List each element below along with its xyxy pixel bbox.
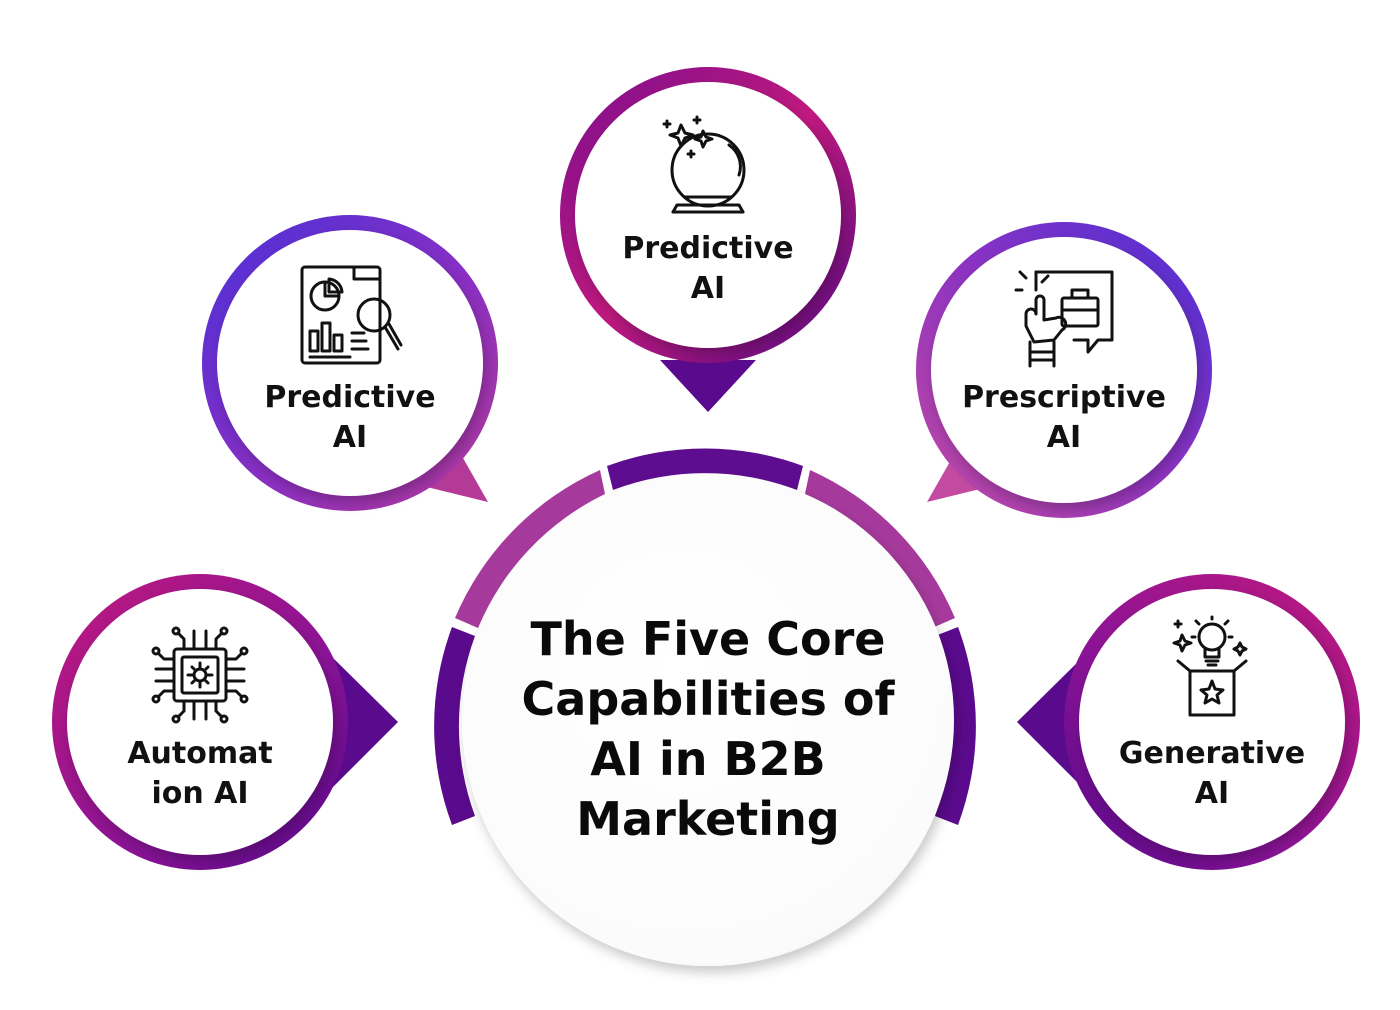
node-upper-left-label-line-1: Predictive [264,380,435,415]
node-upper-left-label-line-2: AI [333,420,367,455]
node-lower-right-label-line-1: Generative [1119,736,1305,771]
center-title-line-1: The Five Core [531,612,886,666]
node-lower-right-disc [1079,589,1345,855]
node-lower-left: Automat ion AI [52,574,398,870]
node-upper-right-disc [931,237,1197,503]
processor-chip-icon [151,626,249,724]
node-upper-right: Prescriptive AI [916,222,1212,518]
node-top: Predictive AI [560,67,856,412]
center-title-line-4: Marketing [576,792,840,846]
report-magnifier-icon [300,265,403,365]
node-lower-left-pointer [330,655,398,790]
node-top-pointer [660,360,756,412]
node-top-disc [575,82,841,348]
center-title: The Five Core Capabilities of AI in B2B … [522,612,896,846]
center-ring-segment-upper-left [455,470,605,628]
node-top-label-line-1: Predictive [622,231,793,266]
node-lower-left-label-line-1: Automat [127,736,272,771]
center-title-line-2: Capabilities of [522,672,896,726]
center-ring [434,448,976,825]
crystal-ball-icon [662,115,746,214]
node-lower-left-disc [67,589,333,855]
center-disc [462,474,954,966]
presentation-pointer-icon [1014,270,1114,368]
node-upper-right-label-line-2: AI [1047,420,1081,455]
node-top-label-line-2: AI [691,271,725,306]
center-title-line-3: AI in B2B [590,732,825,786]
node-lower-right: Generative AI [1017,574,1360,870]
center-ring-segment-upper-right [805,470,955,628]
node-upper-left: Predictive AI [202,215,498,511]
center-ring-segment-top [607,448,803,490]
node-lower-left-label-line-2: ion AI [151,776,248,811]
center-ring-segment-lower-right [935,627,976,825]
node-lower-right-label-line-2: AI [1195,776,1229,811]
idea-box-icon [1172,615,1248,717]
node-upper-right-label-line-1: Prescriptive [962,380,1166,415]
center-ring-segment-lower-left [434,627,475,825]
